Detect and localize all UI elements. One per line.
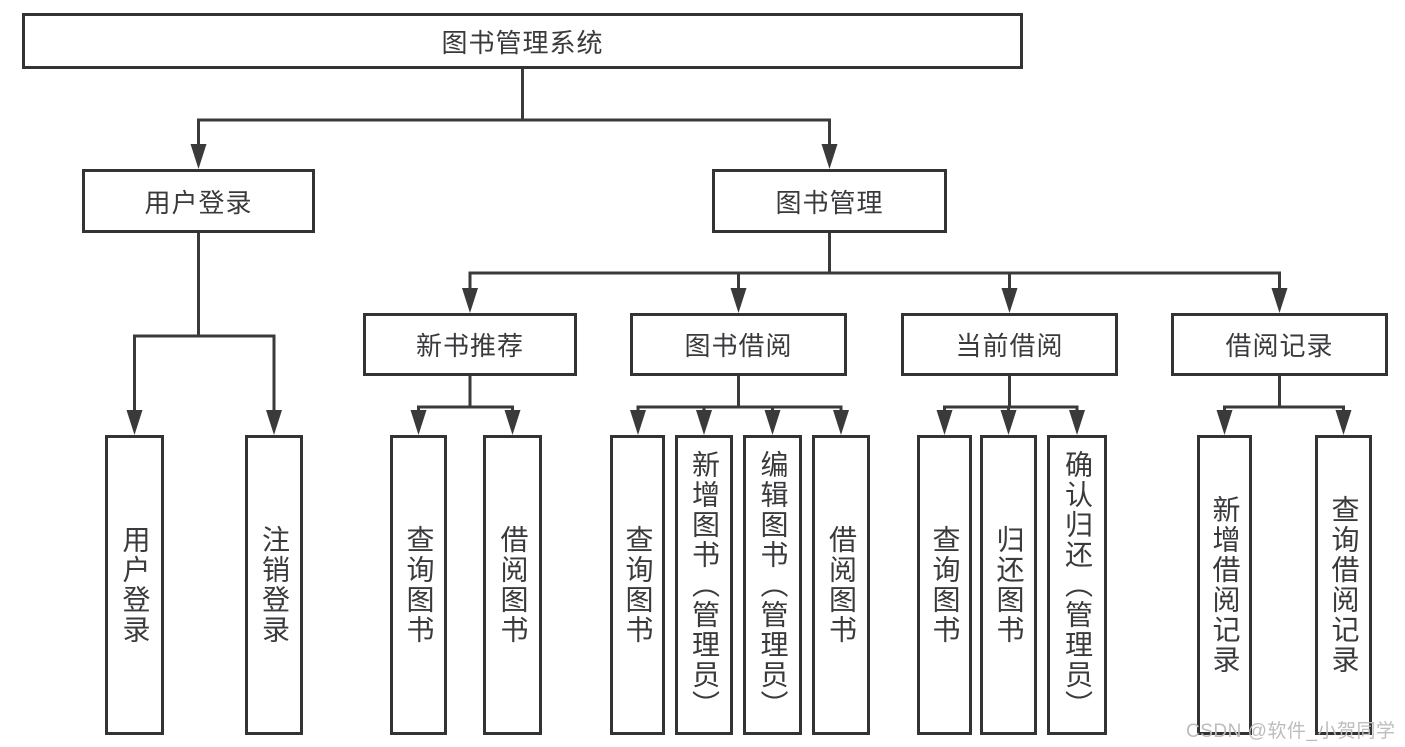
connector-currentborrow-to-leaves xyxy=(936,376,1085,435)
node-label: 查询图书 xyxy=(622,525,654,645)
connector-mgmt-to-categories xyxy=(462,233,1288,313)
node-label: 借阅图书 xyxy=(497,525,529,645)
node-leaf-borrow-books-recommend: 借阅图书 xyxy=(483,435,542,735)
connector-records-to-leaves xyxy=(1216,376,1352,435)
node-label: 新增图书（管理员） xyxy=(689,450,720,720)
connector-root-to-branches xyxy=(190,69,838,169)
node-root-system: 图书管理系统 xyxy=(22,13,1023,69)
node-leaf-return-books: 归还图书 xyxy=(980,435,1037,735)
node-category-new-book-recommend: 新书推荐 xyxy=(363,313,577,376)
node-label: 借阅记录 xyxy=(1225,331,1334,361)
node-category-current-borrow: 当前借阅 xyxy=(901,313,1118,376)
node-leaf-edit-books-admin: 编辑图书（管理员） xyxy=(743,435,802,735)
node-label: 图书管理系统 xyxy=(441,27,604,58)
node-leaf-query-books-borrow: 查询图书 xyxy=(610,435,665,735)
node-leaf-confirm-return-admin: 确认归还（管理员） xyxy=(1047,435,1107,735)
node-leaf-add-books-admin: 新增图书（管理员） xyxy=(675,435,733,735)
node-label: 用户登录 xyxy=(144,187,253,218)
node-label: 用户登录 xyxy=(119,525,151,645)
node-leaf-query-books-recommend: 查询图书 xyxy=(390,435,447,735)
node-label: 新增借阅记录 xyxy=(1209,495,1241,675)
node-leaf-borrow-books: 借阅图书 xyxy=(812,435,870,735)
node-leaf-query-borrow-record: 查询借阅记录 xyxy=(1315,435,1372,735)
node-label: 借阅图书 xyxy=(826,525,857,645)
node-label: 注销登录 xyxy=(259,525,290,645)
connector-newbooks-to-leaves xyxy=(410,376,521,435)
node-category-book-borrow: 图书借阅 xyxy=(630,313,847,376)
node-branch-user-login: 用户登录 xyxy=(82,169,315,233)
connector-bookborrow-to-leaves xyxy=(630,376,849,435)
node-label: 当前借阅 xyxy=(955,331,1064,361)
node-leaf-query-books-current: 查询图书 xyxy=(917,435,972,735)
node-label: 查询借阅记录 xyxy=(1328,495,1360,675)
node-category-borrow-records: 借阅记录 xyxy=(1171,313,1388,376)
node-label: 编辑图书（管理员） xyxy=(757,450,789,720)
node-label: 确认归还（管理员） xyxy=(1062,450,1093,720)
node-leaf-user-login: 用户登录 xyxy=(105,435,164,735)
node-leaf-add-borrow-record: 新增借阅记录 xyxy=(1197,435,1252,735)
node-label: 查询图书 xyxy=(403,525,435,645)
node-label: 新书推荐 xyxy=(415,331,524,361)
node-leaf-logout: 注销登录 xyxy=(245,435,303,735)
node-label: 归还图书 xyxy=(993,525,1025,645)
node-label: 图书管理 xyxy=(775,187,884,218)
connector-login-to-leaves xyxy=(126,233,282,435)
node-label: 查询图书 xyxy=(929,525,961,645)
node-branch-book-management: 图书管理 xyxy=(712,169,947,233)
node-label: 图书借阅 xyxy=(684,331,793,361)
